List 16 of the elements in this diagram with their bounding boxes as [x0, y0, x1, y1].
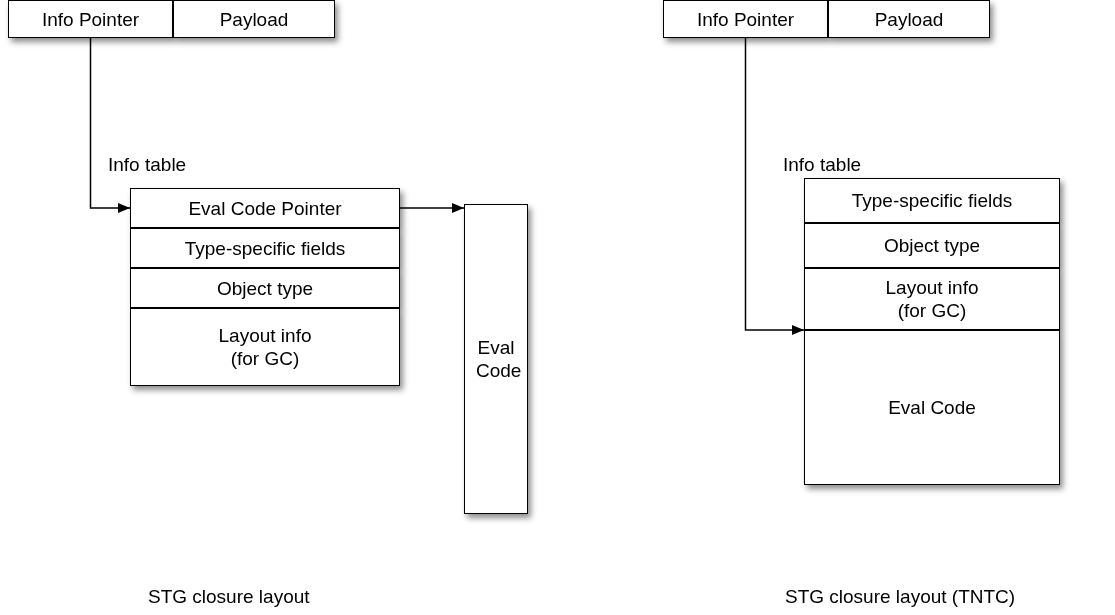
- memory-cell: Info Pointer: [663, 0, 828, 38]
- memory-cell: Layout info (for GC): [130, 308, 400, 386]
- memory-cell: Layout info (for GC): [804, 268, 1060, 330]
- memory-cell: Type-specific fields: [130, 228, 400, 268]
- memory-cell: Eval Code Pointer: [130, 188, 400, 228]
- memory-cell: Object type: [804, 223, 1060, 268]
- arrow: [89, 37, 131, 213]
- arrow: [744, 37, 805, 335]
- memory-cell: Type-specific fields: [804, 178, 1060, 223]
- memory-cell: Payload: [173, 0, 335, 38]
- arrow: [399, 203, 465, 213]
- memory-cell: Eval Code: [804, 330, 1060, 485]
- memory-cell: Object type: [130, 268, 400, 308]
- memory-cell: Info Pointer: [8, 0, 173, 38]
- memory-cell: Eval Code: [464, 204, 528, 514]
- memory-cell: Payload: [828, 0, 990, 38]
